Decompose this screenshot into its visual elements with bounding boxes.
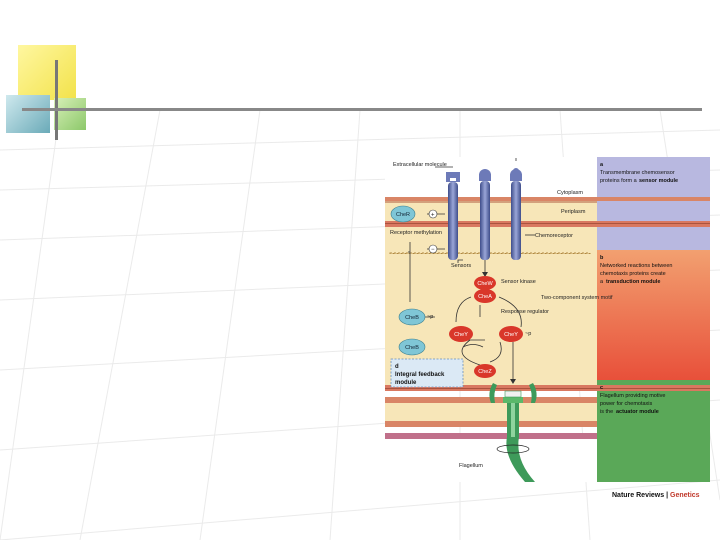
credit-section: Genetics xyxy=(670,492,700,499)
panel-c-background xyxy=(597,380,710,482)
receptor-1 xyxy=(446,172,460,260)
module-d-line2: module xyxy=(395,380,417,386)
periplasm-area xyxy=(385,201,597,223)
protein-chez: CheZ xyxy=(474,364,496,378)
protein-chea: CheA xyxy=(474,289,496,303)
label-cytoplasm: Cytoplasm xyxy=(557,190,583,196)
decor-green-square xyxy=(54,98,86,130)
outer-membrane-bottom xyxy=(385,421,597,439)
lower-periplasm-area xyxy=(385,403,597,421)
credit-journal: Nature Reviews xyxy=(612,492,665,499)
label-response-regulator: Response regulator xyxy=(501,309,549,315)
svg-text:CheB: CheB xyxy=(405,315,419,321)
decor-vertical-rule xyxy=(55,60,58,140)
panel-b-bold: transduction module xyxy=(606,279,660,285)
protein-chew: CheW xyxy=(474,276,496,290)
svg-text:CheB: CheB xyxy=(405,345,419,351)
flagellar-motor xyxy=(489,383,537,437)
credit-separator: | xyxy=(664,492,670,499)
label-chemoreceptor: Chemoreceptor xyxy=(535,233,573,239)
svg-text:CheA: CheA xyxy=(478,294,492,300)
panel-b-line1: Networked reactions between xyxy=(600,263,672,269)
panel-a-background xyxy=(597,157,710,250)
panel-c-line2: power for chemotaxis xyxy=(600,401,653,407)
decor-horizontal-rule xyxy=(22,108,702,111)
panel-a-line1: Transmembrane chemosensor xyxy=(600,170,675,176)
module-d-letter: d xyxy=(395,364,399,370)
sensor-arrow-head xyxy=(482,272,488,277)
svg-text:CheY: CheY xyxy=(504,332,518,338)
label-receptor-methylation: Receptor methylation xyxy=(390,230,442,236)
protein-cheb-phosphorylated: CheB xyxy=(398,308,426,326)
ligand-molecule xyxy=(513,168,519,174)
label-flagellum: Flagellum xyxy=(459,463,483,469)
label-sensor-kinase: Sensor kinase xyxy=(501,279,536,285)
panel-a-line2: proteins form a xyxy=(600,178,638,184)
label-periplasm: Periplasm xyxy=(561,209,586,215)
protein-cheb: CheB xyxy=(398,338,426,356)
outer-membrane-top xyxy=(385,197,710,203)
decor-teal-square xyxy=(6,95,50,133)
label-extracellular: Extracellular molecule xyxy=(393,162,447,168)
inner-membrane-top xyxy=(385,221,710,227)
journal-credit: Nature Reviews | Genetics xyxy=(612,492,700,499)
label-phosphate-left: ~p xyxy=(427,314,433,320)
svg-text:CheW: CheW xyxy=(477,281,493,287)
svg-text:+: + xyxy=(431,213,435,219)
label-phosphate-right: ~p xyxy=(525,331,531,337)
receptor-2 xyxy=(479,169,491,260)
svg-text:CheR: CheR xyxy=(396,212,410,218)
methylation-minus-marker: − xyxy=(428,244,438,254)
methylation-plus-marker: + xyxy=(428,209,438,219)
protein-chey-right: CheY xyxy=(499,326,523,342)
outer-area xyxy=(385,439,597,482)
chey-arrow-head xyxy=(510,379,516,384)
chemotaxis-diagram: Extracellular molecule Cytoplasm Peripla… xyxy=(385,157,710,482)
svg-text:−: − xyxy=(431,247,435,253)
panel-c-line3: is the xyxy=(600,409,613,415)
protein-cher: CheR xyxy=(390,205,416,223)
label-two-component: Two-component system motif xyxy=(541,295,613,301)
panel-c-line1: Flagellum providing motive xyxy=(600,393,665,399)
panel-a-bold: sensor module xyxy=(639,178,678,184)
panel-b-line2: chemotaxis proteins create xyxy=(600,271,666,277)
panel-c-bold: actuator module xyxy=(616,409,659,415)
panel-c-letter: c xyxy=(600,385,603,391)
panel-a-letter: a xyxy=(600,162,604,168)
panel-b-line3: a xyxy=(600,279,604,285)
panel-b-letter: b xyxy=(600,255,604,261)
panel-b-background xyxy=(597,250,710,380)
flagellum-filament xyxy=(506,437,535,482)
decor-yellow-square xyxy=(18,45,76,100)
label-sensors: Sensors xyxy=(451,263,471,269)
svg-text:CheY: CheY xyxy=(454,332,468,338)
integral-feedback-box xyxy=(390,358,464,388)
module-d-line1: Integral feedback xyxy=(395,372,445,378)
receptor-3 xyxy=(510,169,522,260)
protein-chey-left: CheY xyxy=(449,326,473,342)
svg-text:CheZ: CheZ xyxy=(478,369,492,375)
rotation-arrow xyxy=(496,444,530,454)
